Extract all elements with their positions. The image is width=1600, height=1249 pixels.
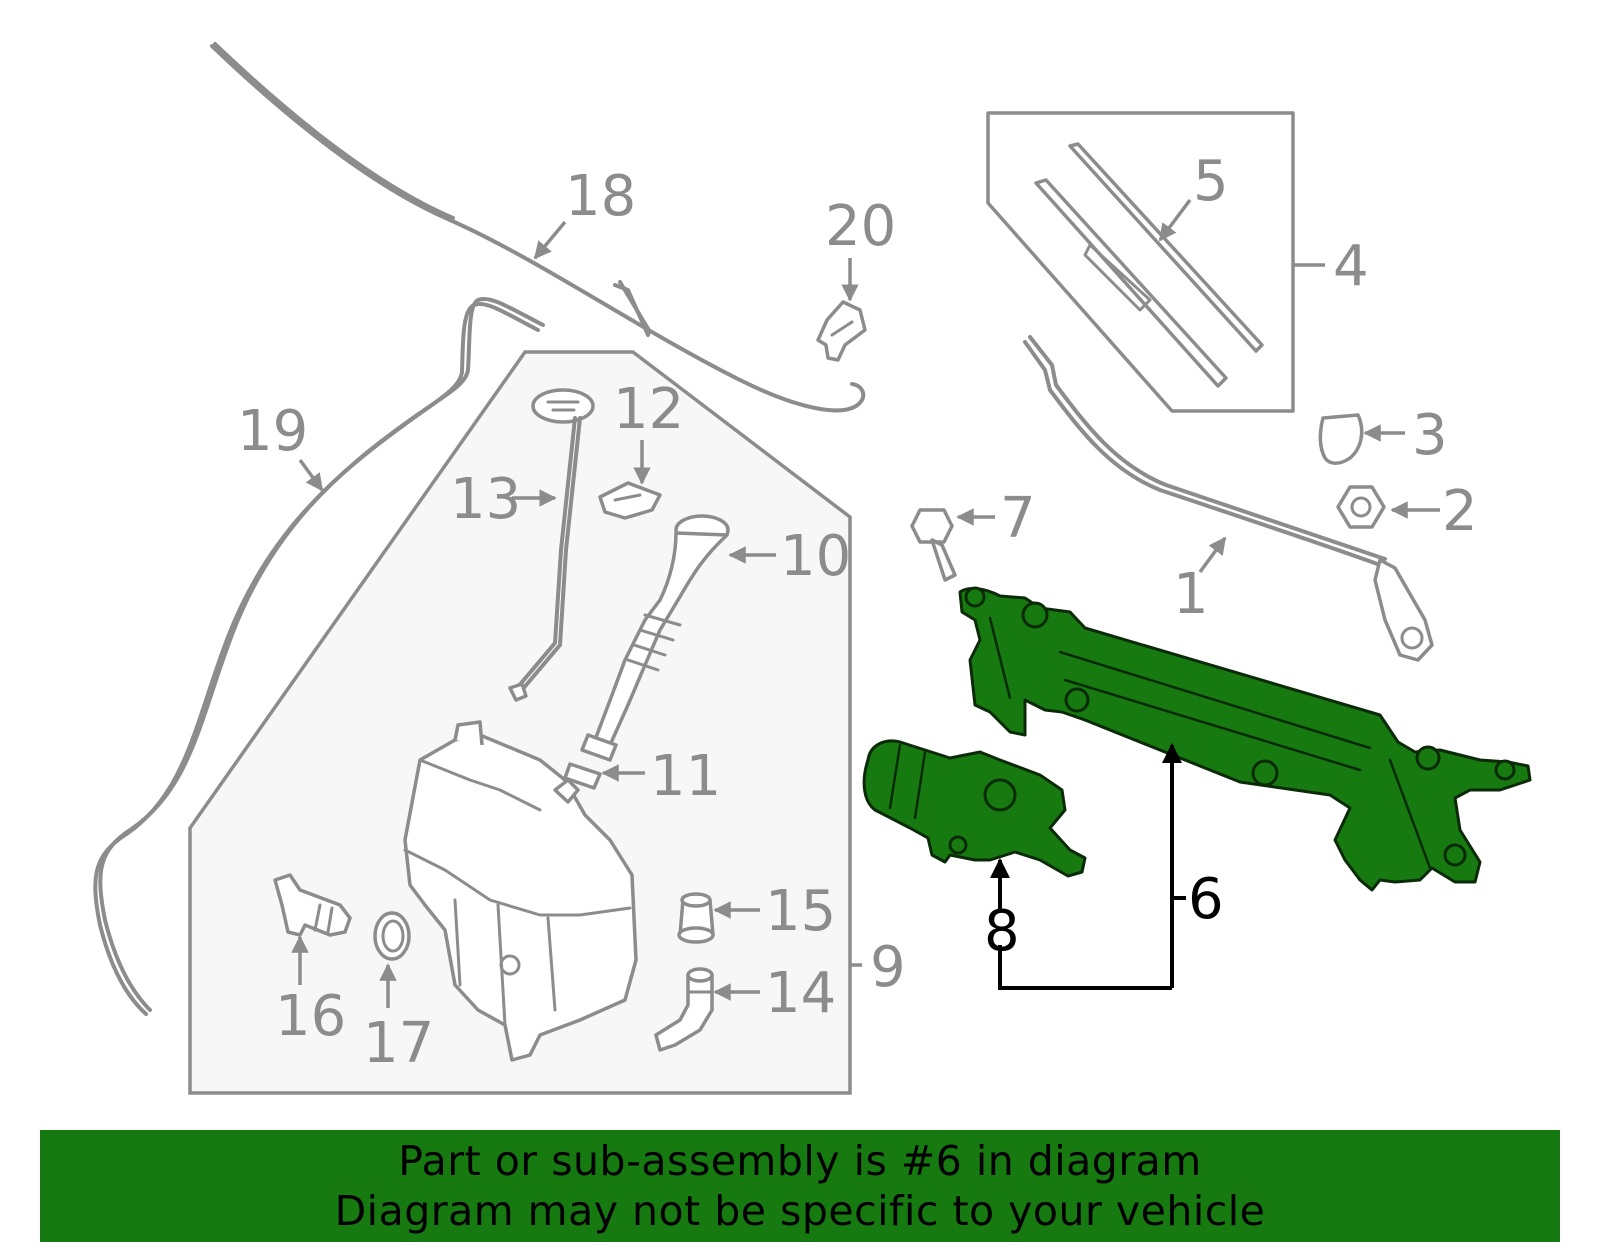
callout-16: 16 [275, 984, 346, 1049]
fill-cap-13 [508, 388, 595, 702]
seal-17 [373, 911, 411, 961]
reservoir-tank-9 [403, 720, 638, 1062]
washer-pump-14 [654, 967, 714, 1052]
clip-12 [598, 481, 662, 520]
nut-2 [1336, 485, 1386, 529]
arrow-5 [1158, 198, 1192, 242]
wiper-blade-5 [1034, 142, 1264, 388]
parts-diagram: 1 2 3 4 5 6 7 8 9 10 11 12 13 14 15 16 1… [93, 42, 1532, 1095]
callout-11: 11 [650, 744, 721, 809]
grommet-15 [677, 892, 715, 944]
callout-15: 15 [765, 879, 836, 944]
wiper-arm-1 [1023, 335, 1434, 662]
bolt-7 [910, 508, 957, 582]
callout-3: 3 [1412, 403, 1448, 468]
callout-9: 9 [870, 935, 906, 1000]
callout-17: 17 [363, 1011, 434, 1076]
callout-4: 4 [1333, 234, 1369, 299]
banner-line-1: Part or sub-assembly is #6 in diagram [398, 1137, 1202, 1185]
washer-nozzle-20 [816, 300, 867, 362]
callout-19: 19 [237, 399, 308, 464]
washer-hose-18 [210, 42, 866, 413]
callout-12: 12 [613, 377, 684, 442]
callout-1: 1 [1173, 562, 1209, 627]
level-sensor-16 [273, 873, 352, 937]
arrow-18 [533, 220, 567, 260]
info-banner: Part or sub-assembly is #6 in diagram Di… [40, 1130, 1560, 1242]
arrow-19 [298, 458, 324, 492]
callout-2: 2 [1442, 479, 1478, 544]
callout-18: 18 [565, 164, 636, 229]
callout-5: 5 [1193, 149, 1229, 214]
callout-13: 13 [450, 467, 521, 532]
bracket-6-8 [998, 945, 1172, 990]
callout-6: 6 [1188, 867, 1224, 932]
wiper-linkage-6 [958, 586, 1532, 892]
callout-20: 20 [825, 194, 896, 259]
seal-11 [563, 762, 602, 790]
wiper-blade-panel [986, 111, 1295, 413]
callout-7: 7 [1000, 486, 1036, 551]
callout-10: 10 [780, 524, 851, 589]
banner-line-2: Diagram may not be specific to your vehi… [334, 1187, 1266, 1235]
callout-8: 8 [984, 899, 1020, 964]
wiper-motor-8 [862, 739, 1087, 878]
callout-14: 14 [765, 961, 836, 1026]
washer-hose-19 [93, 296, 545, 1016]
filler-neck-10 [580, 514, 730, 762]
arrow-1 [1198, 536, 1227, 574]
cap-3 [1318, 413, 1364, 465]
